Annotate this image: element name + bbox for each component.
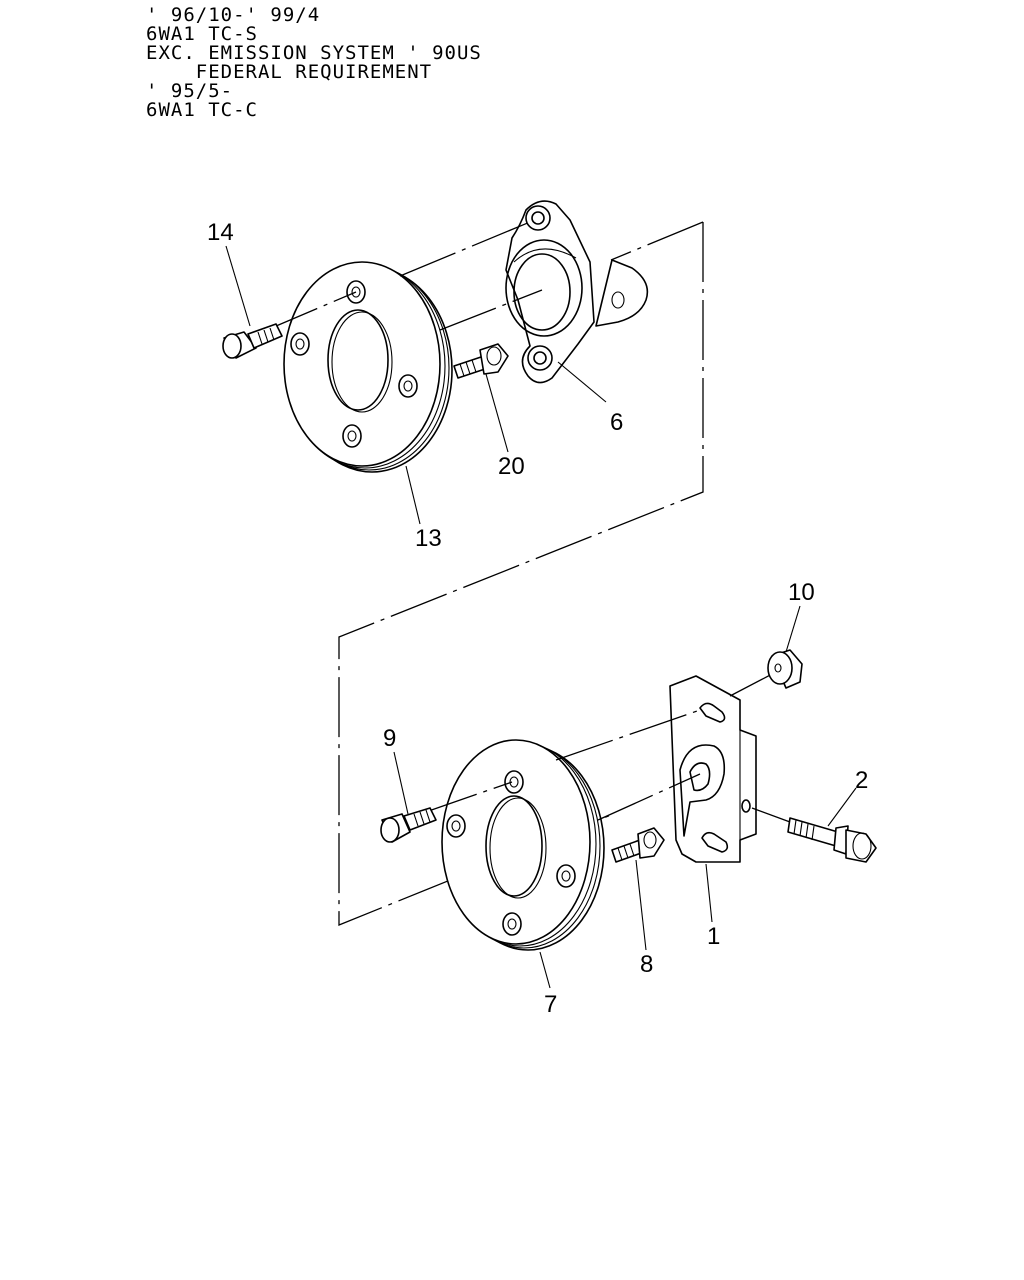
callout-20: 20	[498, 453, 525, 480]
leader-lines	[225, 245, 857, 989]
note-line: 6WA1 TC-S	[146, 23, 258, 45]
disc-part-7	[441, 739, 605, 951]
upper-alignment-lines	[261, 221, 543, 333]
bolt-part-8	[611, 827, 665, 863]
note-line: ' 95/5-	[146, 80, 234, 102]
callout-1: 1	[707, 923, 720, 950]
lower-alignment-lines	[419, 671, 791, 823]
bolt-part-9	[380, 807, 437, 843]
callout-13: 13	[415, 525, 442, 552]
bolt-part-14	[222, 323, 283, 359]
disc-part-13	[283, 261, 453, 473]
callout-9: 9	[383, 725, 396, 752]
bolt-part-2	[787, 817, 877, 863]
plate-part-1	[669, 675, 757, 863]
bracket-part-6	[505, 200, 649, 384]
callout-10: 10	[788, 579, 815, 606]
callout-8: 8	[640, 951, 653, 978]
applicability-notes: ' 96/10-' 99/4 6WA1 TC-S EXC. EMISSION S…	[146, 6, 482, 120]
callout-14: 14	[207, 219, 234, 246]
bolt-part-20	[453, 343, 509, 379]
callout-2: 2	[855, 767, 868, 794]
note-line: 6WA1 TC-C	[146, 99, 258, 121]
callout-6: 6	[610, 409, 623, 436]
callout-labels: 14 13 20 6 10 9 2 1 8 7	[207, 219, 868, 1018]
note-line: ' 96/10-' 99/4	[146, 4, 321, 26]
note-line: EXC. EMISSION SYSTEM ' 90US	[146, 42, 482, 64]
note-line: FEDERAL REQUIREMENT	[146, 61, 433, 83]
callout-7: 7	[544, 991, 557, 1018]
nut-part-10	[767, 649, 803, 689]
reference-frame-lines	[338, 221, 704, 926]
